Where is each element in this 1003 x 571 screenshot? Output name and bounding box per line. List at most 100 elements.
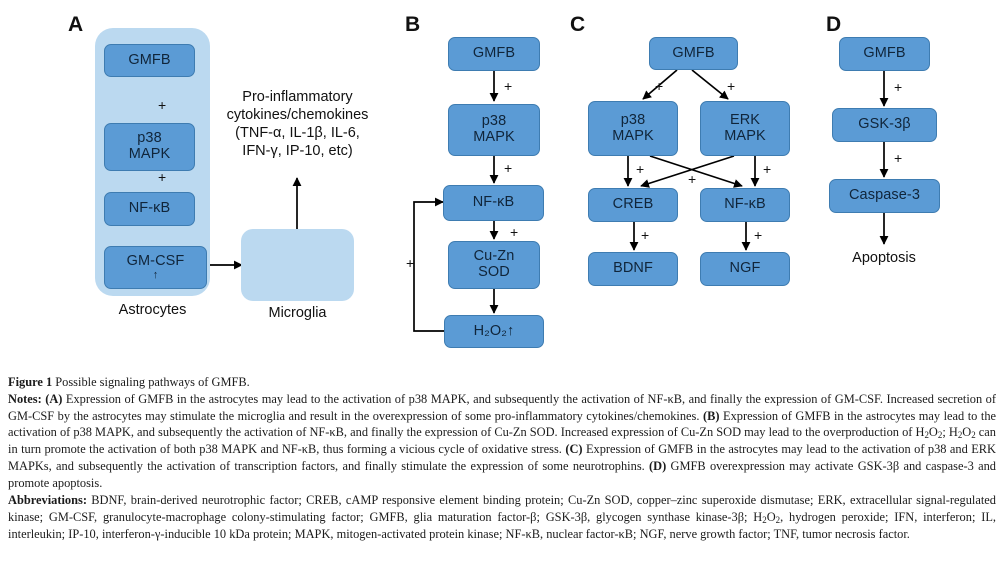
caption-abbrev-2: O [766,509,776,524]
text-apoptosis: Apoptosis [852,250,916,266]
caption-tag-c: (C) [565,442,583,457]
node-b-gmfb: GMFB [448,37,540,71]
node-label-line2: MAPK [724,127,766,144]
node-c-p38-mapk: p38 MAPK [588,101,678,156]
caption-notes-c: Expression of GMFB in the astrocytes may… [8,442,996,474]
node-label-line2: MAPK [128,146,171,162]
node-label-line2: SOD [478,264,510,280]
caption-tag-d: (D) [649,459,667,474]
panel-letter-b: B [405,13,421,36]
sub-2-d: 2 [971,430,976,441]
output-line-3: (TNF-α, IL-1β, IL-6, [235,125,360,142]
sub-2-f: 2 [775,514,781,525]
panel-letter-d: D [826,13,842,36]
node-label-line1: p38 [137,130,162,147]
node-a-gmfb: GMFB [104,44,195,77]
node-label-line1: Cu-Zn [473,248,515,265]
node-c-creb: CREB [588,188,678,222]
node-a-gm-csf: GM-CSF ↑ [104,246,207,289]
panel-letter-c: C [570,13,586,36]
node-label: GMFB [863,45,906,62]
compartment-microglia [241,229,354,301]
figure-diagram: A GMFB p38 MAPK NF-κB GM-CSF ↑ + + Astro… [68,13,940,348]
caption-tag-a: (A) [45,391,63,406]
caption-notes-b-3: ; H [942,425,958,440]
node-label-line1: p38 [481,113,507,130]
edge-sign-b-3: + [510,224,519,240]
edge-sign-a-1: + [158,97,167,113]
edge-sign-c-4: + [688,171,697,187]
edge-sign-d-2: + [894,150,903,166]
node-d-gsk-3beta: GSK-3β [832,108,937,142]
node-label: H₂O₂↑ [473,322,515,339]
node-c-nf-kb: NF-κB [700,188,790,222]
edge-sign-b-2: + [504,160,513,176]
edge-sign-c-1: + [655,78,664,94]
sub-2-c: 2 [957,430,963,441]
caption-notes-b-4: O [962,425,972,440]
node-label: NF-κB [128,200,171,217]
node-label: BDNF [613,260,653,277]
edge-sign-c-6: + [641,227,650,243]
node-b-h2o2: H₂O₂↑ [444,315,544,348]
node-label-line1: ERK [729,111,761,128]
caption-notes-lead: Notes: [8,391,42,406]
node-c-gmfb: GMFB [649,37,738,70]
sub-2-b: 2 [937,430,943,441]
caption-notes-b-2: O [928,425,938,440]
edge-sign-c-2: + [727,78,736,94]
node-label-line2: MAPK [473,129,515,145]
node-d-gmfb: GMFB [839,37,930,71]
caption-abbrev-3: , hydrogen peroxide; IFN, interferon; IL… [8,509,996,541]
compartment-label-astrocytes: Astrocytes [118,302,187,318]
caption-notes-b-1: Expression of GMFB in the astrocytes may… [8,408,997,440]
node-label: Caspase-3 [848,187,921,204]
edge-sign-b-1: + [504,78,513,94]
output-line-4: IFN-γ, IP-10, etc) [242,143,353,160]
caption-notes: Notes: (A) Expression of GMFB in the ast… [8,391,996,492]
output-line-1: Pro-inflammatory [242,89,353,105]
node-label: GMFB [672,44,715,61]
node-c-ngf: NGF [700,252,790,286]
output-line-2: cytokines/chemokines [226,107,369,124]
node-b-cu-zn-sod: Cu-Zn SOD [448,241,540,289]
edge-sign-c-7: + [754,227,763,243]
caption-notes-d: GMFB overexpression may activate GSK-3β … [8,459,996,491]
pathway-connectors [143,69,889,332]
node-a-nf-kb: NF-κB [104,192,195,226]
node-c-erk-mapk: ERK MAPK [700,101,790,156]
caption-tag-b: (B) [702,408,720,423]
edge-sign-b-feedback: + [406,255,415,271]
node-label: GSK-3β [858,116,911,133]
node-label: CREB [612,196,654,213]
upregulation-marker: ↑ [152,269,159,282]
sub-2-e: 2 [762,514,767,525]
caption-title: Figure 1 Possible signaling pathways of … [8,374,996,391]
caption-abbrev-1: BDNF, brain-derived neurotrophic factor;… [8,492,996,524]
caption-title-lead: Figure 1 [8,375,53,389]
sub-2-a: 2 [924,430,929,441]
node-label: NF-κB [472,194,515,211]
node-b-p38-mapk: p38 MAPK [448,104,540,156]
caption-title-rest: Possible signaling pathways of GMFB. [52,375,250,389]
compartment-label-microglia: Microglia [268,305,327,321]
node-label: NGF [729,260,761,277]
node-label-line1: p38 [620,111,646,128]
panel-letter-a: A [68,13,84,36]
node-c-bdnf: BDNF [588,252,678,286]
edge-sign-c-3: + [636,161,645,177]
node-d-caspase-3: Caspase-3 [829,179,940,213]
node-label-line2: MAPK [612,127,654,144]
node-label: GMFB [472,45,516,62]
caption-notes-b-5: can in turn promote the activation of bo… [8,425,996,457]
edge-sign-d-1: + [894,79,903,95]
caption-abbrev-lead: Abbreviations: [8,492,87,507]
caption-notes-a: Expression of GMFB in the astrocytes may… [8,391,996,423]
caption-abbreviations: Abbreviations: BDNF, brain-derived neuro… [8,492,996,543]
node-label: GMFB [128,51,171,68]
node-b-nf-kb: NF-κB [443,185,544,221]
node-label: GM-CSF [126,252,185,269]
node-a-p38-mapk: p38 MAPK [104,123,195,171]
edge-sign-a-2: + [158,169,167,185]
node-label: NF-κB [724,196,766,213]
